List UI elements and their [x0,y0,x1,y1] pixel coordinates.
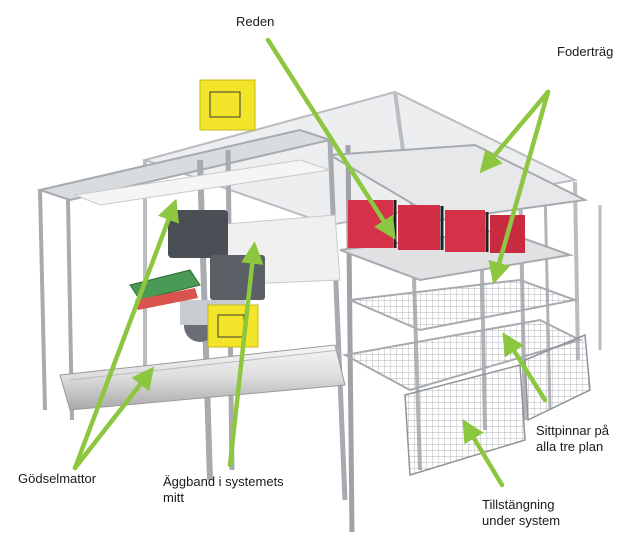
label-tillstangning: Tillstängning under system [482,497,560,529]
arrow-fodertrag-upper [479,89,551,174]
label-sittpinnar-line1: Sittpinnar på [536,423,609,438]
machine-frame [36,90,602,533]
label-aggband: Äggband i systemets mitt [163,474,284,506]
callout-arrows [72,37,551,488]
label-godselmattor: Gödselmattor [18,471,97,486]
label-aggband-line1: Äggband i systemets [163,474,284,489]
label-aggband-line2: mitt [163,490,184,505]
side-panel [129,269,201,310]
label-fodertrag: Foderträg [557,44,614,59]
arrow-godselmattor-upper [72,198,179,471]
nest-row [348,200,525,253]
arrow-tillstangning [462,419,505,488]
arrow-sittpinnar [502,332,548,403]
arrow-godselmattor-lower [72,366,155,471]
arrow-reden [265,37,396,240]
label-tillstangning-line1: Tillstängning [482,497,555,512]
control-box [199,79,259,348]
label-sittpinnar: Sittpinnar på alla tre plan [536,423,609,455]
label-sittpinnar-line2: alla tre plan [536,439,604,454]
label-tillstangning-line2: under system [482,513,561,528]
label-reden: Reden [236,14,275,29]
arrow-aggband [227,241,264,468]
arrow-fodertrag-lower [488,89,551,285]
